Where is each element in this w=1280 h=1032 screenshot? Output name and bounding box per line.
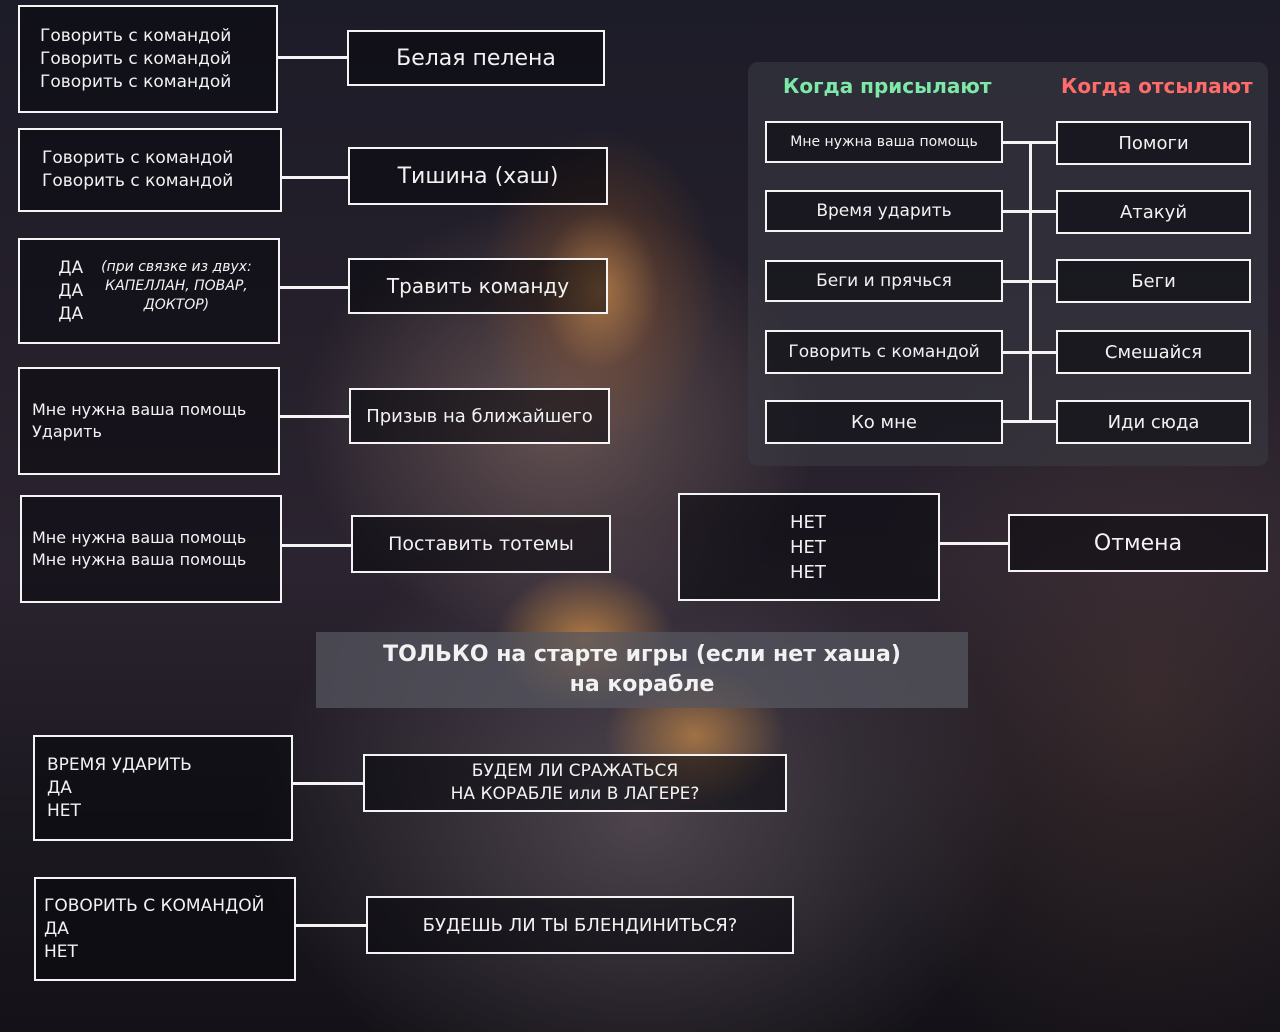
reply-box: Атакуй — [1056, 190, 1251, 234]
result-box-white-veil: Белая пелена — [347, 30, 605, 86]
combo-box-white-veil: Говорить с командой Говорить с командой … — [18, 5, 278, 113]
sent-box: Говорить с командой — [765, 330, 1003, 374]
command-text: Мне нужна ваша помощь — [32, 400, 247, 419]
result-label: Отмена — [1093, 530, 1183, 556]
header-when-sent: Когда присылают — [783, 74, 992, 98]
reply-label: Беги — [1131, 270, 1176, 292]
command-text: ДА — [58, 280, 84, 301]
bus-connector-reply — [1031, 141, 1057, 144]
result-box-cancel: Отмена — [1008, 514, 1268, 572]
command-text: ДА — [47, 777, 72, 798]
combo-box-totems: Мне нужна ваша помощь Мне нужна ваша пом… — [20, 495, 282, 603]
sent-label: Беги и прячься — [816, 271, 952, 291]
reply-box: Помоги — [1056, 121, 1251, 165]
result-label: Поставить тотемы — [388, 533, 574, 555]
sent-box: Время ударить — [765, 190, 1003, 232]
start-combo-box-fight: ВРЕМЯ УДАРИТЬ ДА НЕТ — [33, 735, 293, 841]
bus-connector-sent — [1003, 210, 1031, 213]
result-label: Тишина (хаш) — [397, 163, 559, 189]
command-text: НЕТ — [47, 800, 81, 821]
sent-label: Говорить с командой — [788, 342, 980, 362]
reply-label: Иди сюда — [1107, 411, 1200, 433]
connector-line — [940, 542, 1010, 545]
start-game-banner: ТОЛЬКО на старте игры (если нет хаша) на… — [316, 632, 968, 708]
command-text: Говорить с командой — [40, 71, 232, 92]
command-text: Говорить с командой — [40, 25, 232, 46]
command-text: Говорить с командой — [40, 48, 232, 69]
question-line: НА КОРАБЛЕ или В ЛАГЕРЕ? — [450, 784, 700, 804]
connector-line — [282, 176, 349, 179]
bus-connector-reply — [1031, 420, 1057, 423]
combo-box-poison: ДА ДА ДА (при связке из двух: КАПЕЛЛАН, … — [18, 238, 280, 344]
combo-note: (при связке из двух: КАПЕЛЛАН, ПОВАР, ДО… — [101, 258, 252, 315]
sent-box: Ко мне — [765, 400, 1003, 444]
banner-line: ТОЛЬКО на старте игры (если нет хаша) — [383, 642, 901, 667]
command-text: Мне нужна ваша помощь — [32, 528, 247, 547]
bus-connector-sent — [1003, 420, 1031, 423]
command-text: ВРЕМЯ УДАРИТЬ — [47, 754, 192, 775]
command-text: ДА — [58, 303, 84, 324]
result-label: Травить команду — [386, 274, 570, 298]
command-text: НЕТ — [790, 561, 826, 583]
question-box-blend: БУДЕШЬ ЛИ ТЫ БЛЕНДИНИТЬСЯ? — [366, 896, 794, 954]
bus-connector-sent — [1003, 351, 1031, 354]
command-text: НЕТ — [44, 941, 78, 962]
command-text: Говорить с командой — [42, 171, 234, 191]
bus-connector-sent — [1003, 141, 1031, 144]
connector-line — [282, 544, 352, 547]
sent-label: Ко мне — [851, 411, 917, 433]
command-text: Мне нужна ваша помощь — [32, 550, 247, 569]
bus-connector-sent — [1003, 280, 1031, 283]
command-text: ДА — [44, 918, 69, 939]
result-box-totems: Поставить тотемы — [351, 515, 611, 573]
bus-connector-reply — [1031, 210, 1057, 213]
reply-box: Смешайся — [1056, 330, 1251, 374]
question-line: БУДЕМ ЛИ СРАЖАТЬСЯ — [471, 761, 679, 781]
reply-label: Атакуй — [1119, 201, 1188, 223]
start-combo-box-blend: ГОВОРИТЬ С КОМАНДОЙ ДА НЕТ — [34, 877, 296, 981]
combo-box-summon: Мне нужна ваша помощь Ударить — [18, 367, 280, 475]
combo-note-line: (при связке из двух: — [101, 258, 252, 275]
combo-box-silence: Говорить с командой Говорить с командой — [18, 128, 282, 212]
combo-box-cancel: НЕТ НЕТ НЕТ — [678, 493, 940, 601]
command-text: Ударить — [32, 422, 102, 441]
command-text: Говорить с командой — [42, 148, 234, 168]
result-box-poison: Травить команду — [348, 258, 608, 314]
header-when-reply: Когда отсылают — [1061, 74, 1253, 98]
sent-box: Беги и прячься — [765, 260, 1003, 302]
result-box-summon: Призыв на ближайшего — [349, 388, 610, 444]
question-box-fight: БУДЕМ ЛИ СРАЖАТЬСЯ НА КОРАБЛЕ или В ЛАГЕ… — [363, 754, 787, 812]
command-text: НЕТ — [790, 536, 826, 558]
command-text: ДА — [58, 257, 84, 278]
connector-line — [296, 924, 367, 927]
bus-connector-reply — [1031, 280, 1057, 283]
sent-label: Время ударить — [816, 201, 952, 221]
result-label: Белая пелена — [396, 45, 556, 71]
reply-label: Помоги — [1118, 132, 1189, 154]
command-text: ГОВОРИТЬ С КОМАНДОЙ — [44, 895, 265, 916]
sent-box: Мне нужна ваша помощь — [765, 121, 1003, 163]
connector-line — [293, 782, 364, 785]
reply-label: Смешайся — [1104, 341, 1203, 363]
connector-line — [280, 286, 349, 289]
reply-box: Иди сюда — [1056, 400, 1251, 444]
result-box-silence: Тишина (хаш) — [348, 147, 608, 205]
banner-line: на корабле — [569, 672, 715, 697]
command-text: НЕТ — [790, 511, 826, 533]
bus-connector-reply — [1031, 351, 1057, 354]
connector-line — [280, 415, 350, 418]
combo-note-line: КАПЕЛЛАН, ПОВАР, — [105, 277, 248, 294]
result-label: Призыв на ближайшего — [366, 405, 593, 427]
connector-line — [278, 56, 348, 59]
sent-label: Мне нужна ваша помощь — [790, 134, 978, 150]
combo-note-line: ДОКТОР) — [143, 296, 210, 313]
reply-box: Беги — [1056, 259, 1251, 303]
question-line: БУДЕШЬ ЛИ ТЫ БЛЕНДИНИТЬСЯ? — [422, 914, 738, 936]
